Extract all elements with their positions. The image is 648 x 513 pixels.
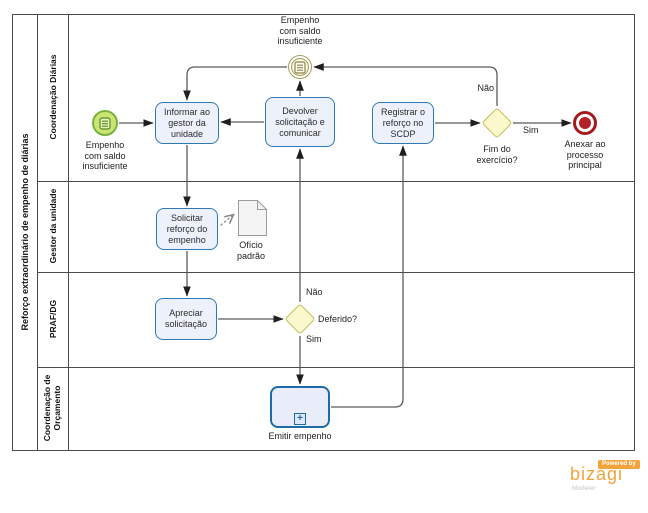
- end-event: [573, 111, 597, 135]
- bizagi-logo: bizagi: [570, 464, 624, 484]
- task-registrar: Registrar o reforço no SCDP: [372, 102, 434, 144]
- document-icon: [99, 116, 111, 130]
- lane-separator: [37, 367, 635, 368]
- start-event: [92, 110, 118, 136]
- end-event-label: Anexar ao processo principal: [564, 139, 606, 170]
- intermediate-event-label: Empenho com saldo insuficiente: [277, 15, 323, 46]
- plus-icon: +: [294, 413, 306, 425]
- pool-border: [12, 14, 635, 451]
- terminate-icon: [579, 117, 591, 129]
- task-informar: Informar ao gestor da unidade: [155, 102, 219, 144]
- intermediate-event-ring: [291, 58, 309, 76]
- data-object-icon: [238, 200, 267, 236]
- pool-title-separator: [37, 14, 38, 451]
- lane-label-gestor-da-unidade: Gestor da unidade: [48, 188, 58, 264]
- task-solicitar: Solicitar reforço do empenho: [156, 208, 218, 250]
- bizagi-modeler-label: Modeler: [572, 485, 596, 492]
- pool-title: Reforço extraordinário de empenho de diá…: [20, 133, 30, 331]
- task-devolver: Devolver solicitação e comunicar: [265, 97, 335, 147]
- subprocess-emitir: +: [270, 386, 330, 428]
- lane-label-coordenacao-orcamento: Coordenação de Orçamento: [42, 374, 62, 442]
- gateway-fim-no-label: Não: [477, 83, 494, 93]
- powered-by-badge: Powered by: [598, 460, 640, 469]
- start-event-label: Empenho com saldo insuficiente: [82, 140, 128, 171]
- intermediate-event: [288, 55, 312, 79]
- data-object-label: Ofício padrão: [236, 240, 266, 261]
- lane-label-separator: [68, 14, 69, 451]
- lane-separator: [37, 181, 635, 182]
- gateway-deferido-no-label: Não: [306, 287, 323, 297]
- lane-label-coordenacao-diarias: Coordenação Diárias: [48, 54, 58, 140]
- lane-separator: [37, 272, 635, 273]
- subprocess-emitir-label: Emitir empenho: [268, 431, 332, 441]
- gateway-fim-yes-label: Sim: [523, 125, 539, 135]
- gateway-deferido-label: Deferido?: [318, 314, 358, 324]
- document-icon: [294, 60, 306, 74]
- task-apreciar: Apreciar solicitação: [155, 298, 217, 340]
- gateway-fim-label: Fim do exercício?: [476, 144, 518, 165]
- lane-label-praf-dg: PRAF/DG: [48, 299, 58, 339]
- gateway-deferido-yes-label: Sim: [306, 334, 322, 344]
